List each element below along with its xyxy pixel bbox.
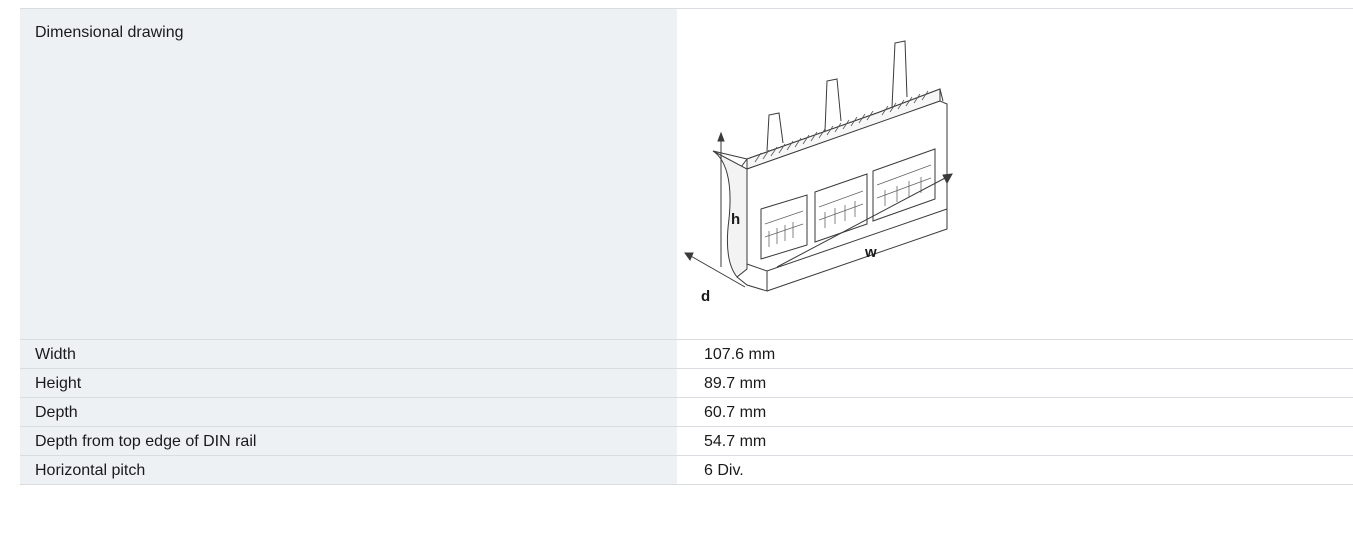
spec-value: 89.7 mm [704,375,767,392]
dimensional-drawing-cell: h w d [677,9,1353,339]
dim-label-w: w [864,244,877,261]
spec-row-depth: Depth 60.7 mm [20,398,1353,427]
spec-label: Height [20,369,677,397]
spec-label: Dimensional drawing [20,9,677,339]
dim-label-d: d [701,288,710,305]
spec-row-height: Height 89.7 mm [20,369,1353,398]
spec-label: Width [20,340,677,368]
spec-label: Depth from top edge of DIN rail [20,427,677,455]
spec-label: Horizontal pitch [20,456,677,484]
spec-row-width: Width 107.6 mm [20,340,1353,369]
spec-value: 6 Div. [704,462,744,479]
spec-row-dimensional-drawing: Dimensional drawing [20,9,1353,340]
dim-label-h: h [731,211,740,228]
spec-value: 54.7 mm [704,433,767,450]
spec-row-horizontal-pitch: Horizontal pitch 6 Div. [20,456,1353,485]
dimensional-drawing: h w d [684,40,953,305]
spec-label: Depth [20,398,677,426]
spec-value: 107.6 mm [704,346,776,363]
spec-row-depth-from-din-rail: Depth from top edge of DIN rail 54.7 mm [20,427,1353,456]
spec-table: Dimensional drawing [20,8,1353,485]
spec-value: 60.7 mm [704,404,767,421]
